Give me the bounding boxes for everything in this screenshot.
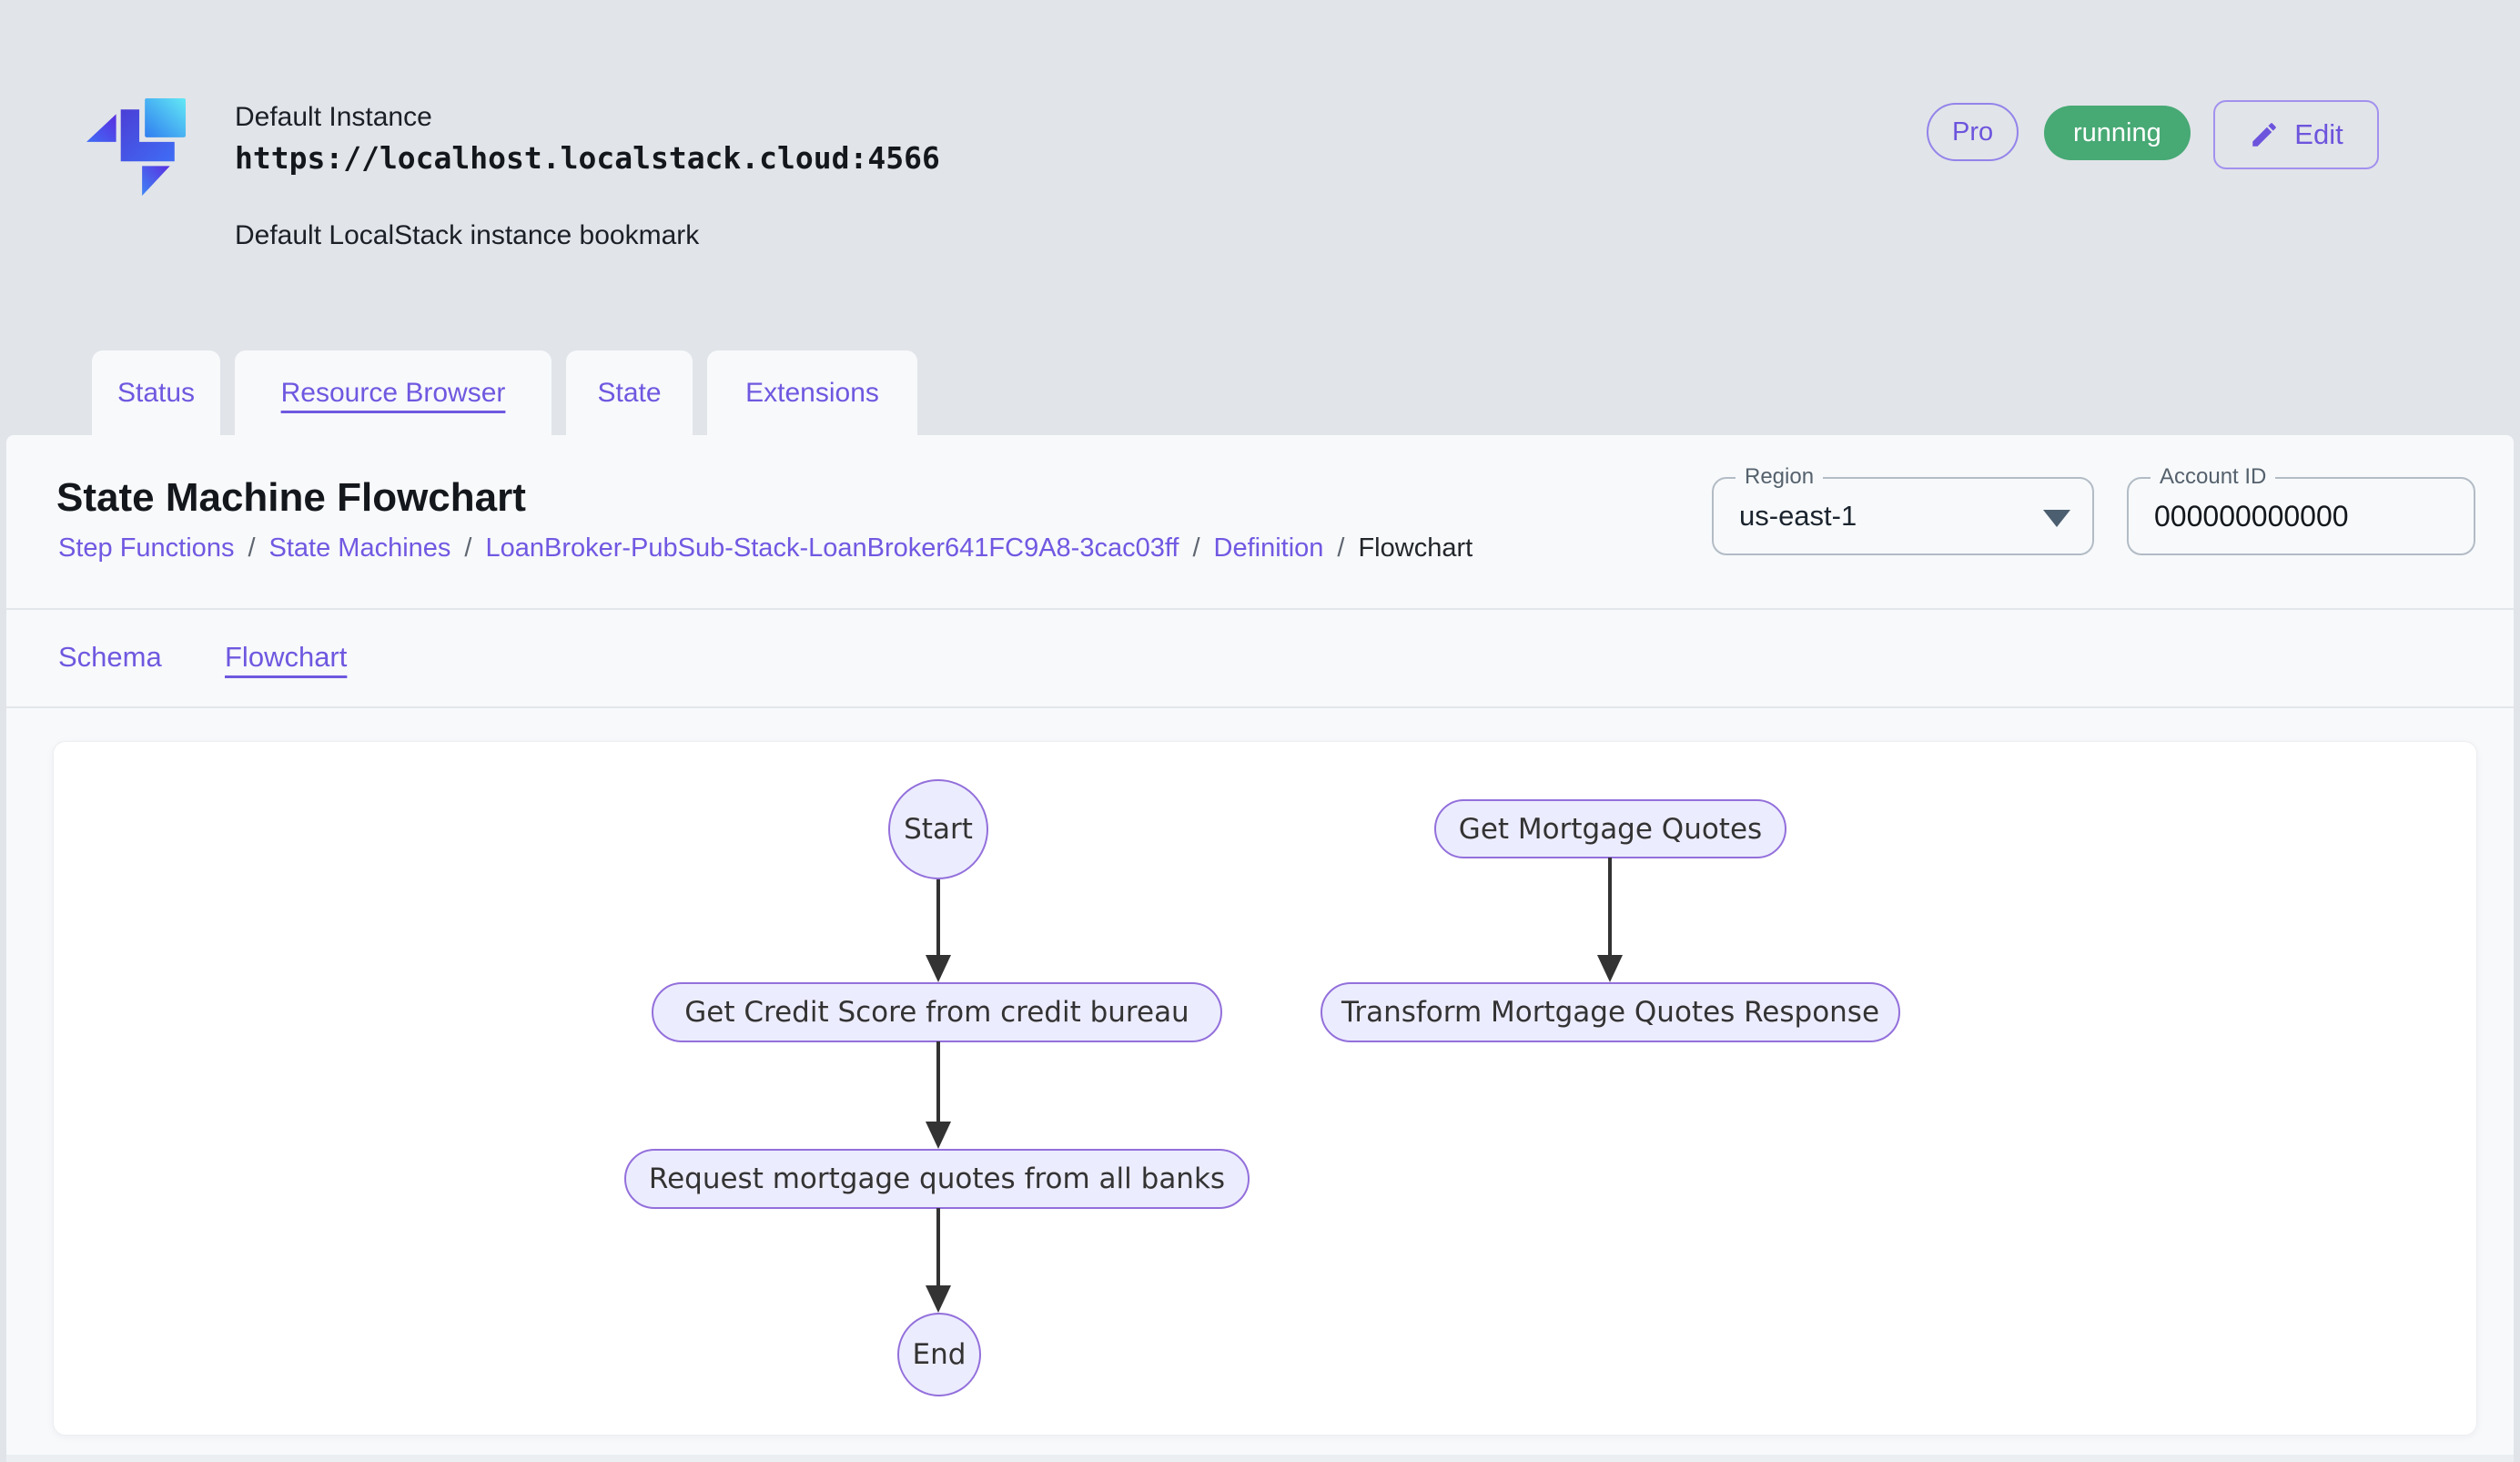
resource-browser-panel: State Machine Flowchart Step Functions /…	[6, 435, 2514, 1462]
divider	[6, 706, 2514, 708]
edit-button-label: Edit	[2294, 118, 2343, 150]
arrow-head	[926, 1285, 951, 1313]
flowchart-node-end-label: End	[912, 1338, 967, 1371]
arrow-head	[926, 955, 951, 982]
edit-button[interactable]: Edit	[2213, 100, 2379, 169]
pro-badge: Pro	[1927, 103, 2019, 161]
flowchart-node-get-credit-score: Get Credit Score from credit bureau	[652, 982, 1222, 1042]
pencil-icon	[2252, 123, 2277, 147]
breadcrumb-separator: /	[464, 533, 472, 563]
flowchart-node-transform-response: Transform Mortgage Quotes Response	[1321, 982, 1900, 1042]
instance-url: https://localhost.localstack.cloud:4566	[235, 140, 940, 176]
page-title: State Machine Flowchart	[56, 475, 526, 520]
tab-state-label: State	[597, 377, 662, 408]
breadcrumb-state-machine-name[interactable]: LoanBroker-PubSub-Stack-LoanBroker641FC9…	[485, 533, 1179, 563]
arrow-head	[1597, 955, 1623, 982]
chevron-down-icon	[2043, 510, 2070, 527]
account-id-input[interactable]	[2154, 488, 2445, 544]
breadcrumb-definition[interactable]: Definition	[1213, 533, 1324, 563]
flowchart-node-transform-response-label: Transform Mortgage Quotes Response	[1341, 996, 1880, 1029]
subtab-flowchart[interactable]: Flowchart	[225, 641, 348, 673]
status-badge: running	[2044, 106, 2191, 160]
flowchart-node-start: Start	[888, 779, 988, 879]
flowchart-node-request-quotes: Request mortgage quotes from all banks	[624, 1149, 1250, 1209]
tab-state[interactable]: State	[566, 350, 693, 435]
region-select-label: Region	[1736, 464, 1824, 490]
localstack-logo-icon	[86, 98, 186, 196]
tab-status-label: Status	[116, 377, 196, 408]
tab-resource-browser[interactable]: Resource Browser	[235, 350, 552, 435]
breadcrumb: Step Functions / State Machines / LoanBr…	[58, 533, 1473, 563]
breadcrumb-separator: /	[248, 533, 256, 563]
arrow-head	[926, 1122, 951, 1149]
pro-badge-label: Pro	[1952, 117, 1994, 147]
breadcrumb-separator: /	[1337, 533, 1345, 563]
tab-extensions[interactable]: Extensions	[707, 350, 917, 435]
breadcrumb-flowchart: Flowchart	[1358, 533, 1473, 563]
breadcrumb-step-functions[interactable]: Step Functions	[58, 533, 235, 563]
tab-extensions-label: Extensions	[745, 377, 879, 408]
flowchart-node-get-mortgage-quotes-label: Get Mortgage Quotes	[1458, 812, 1763, 846]
arrow-line	[936, 1041, 940, 1123]
region-select[interactable]: Region us-east-1	[1712, 464, 2094, 555]
subtab-schema[interactable]: Schema	[58, 641, 162, 673]
divider	[6, 608, 2514, 610]
flowchart-node-get-mortgage-quotes: Get Mortgage Quotes	[1434, 799, 1786, 858]
tab-resource-browser-label: Resource Browser	[280, 377, 506, 408]
flowchart-node-get-credit-score-label: Get Credit Score from credit bureau	[684, 996, 1189, 1029]
arrow-line	[936, 879, 940, 957]
status-badge-label: running	[2073, 117, 2161, 147]
flowchart-node-request-quotes-label: Request mortgage quotes from all banks	[648, 1162, 1226, 1195]
bottom-edge	[6, 1455, 2514, 1462]
region-select-value: us-east-1	[1739, 500, 1857, 532]
instance-description: Default LocalStack instance bookmark	[235, 220, 700, 250]
flowchart-node-start-label: Start	[904, 813, 973, 846]
tab-status[interactable]: Status	[92, 350, 220, 435]
instance-name: Default Instance	[235, 102, 432, 132]
account-id-label: Account ID	[2151, 464, 2276, 490]
flowchart-canvas: Start Get Credit Score from credit burea…	[53, 741, 2477, 1436]
flowchart-node-end: End	[897, 1313, 981, 1396]
arrow-line	[936, 1208, 940, 1287]
breadcrumb-separator: /	[1192, 533, 1200, 563]
arrow-line	[1608, 858, 1612, 957]
account-id-field: Account ID	[2127, 464, 2475, 555]
breadcrumb-state-machines[interactable]: State Machines	[268, 533, 451, 563]
